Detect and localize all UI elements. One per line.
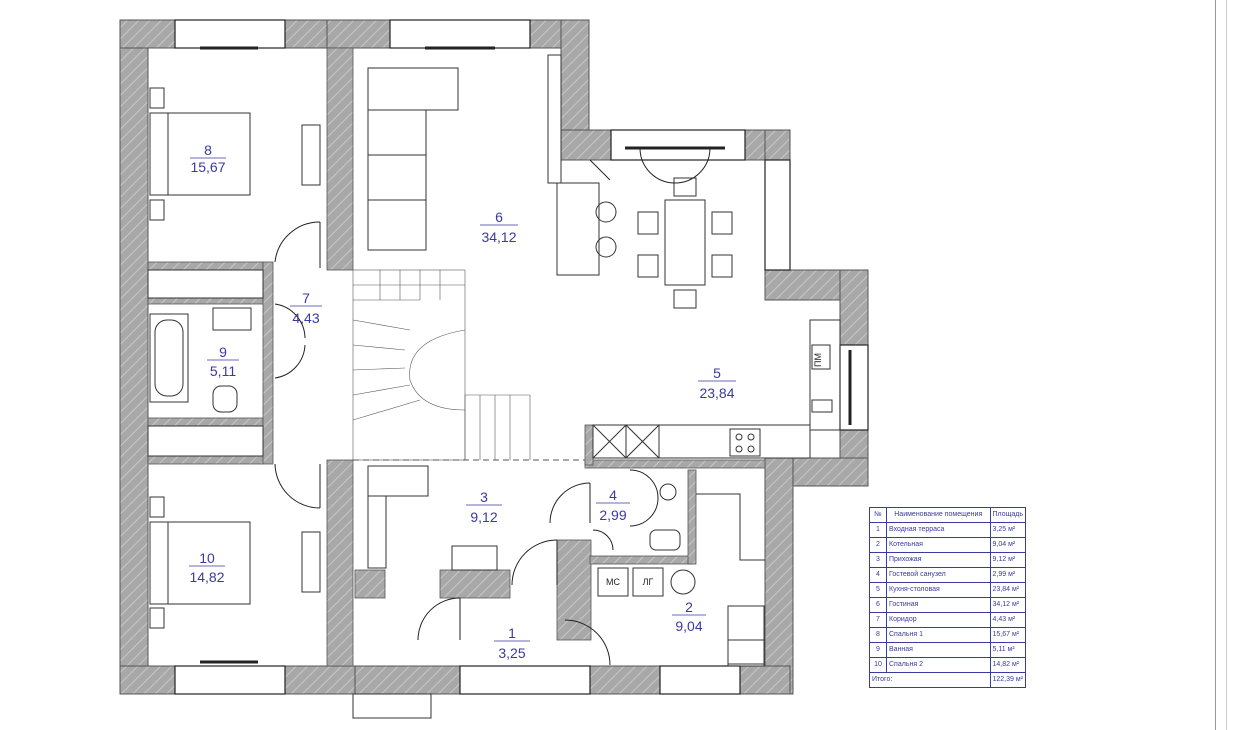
- fridge-label: ПМ: [813, 353, 823, 367]
- row-area: 15,67 м²: [989, 627, 1026, 643]
- room-7-area: 4,43: [292, 310, 319, 326]
- page-border-line: [1215, 0, 1216, 730]
- room-labels: 8 15,67 6 34,12 7 4,43 9 5,11 5 23,84 3 …: [189, 142, 736, 661]
- doors: [274, 147, 711, 666]
- row-name: Кухня-столовая: [886, 582, 991, 598]
- room-10-number: 10: [199, 550, 215, 566]
- room-6-number: 6: [495, 209, 503, 225]
- entry-step: [352, 693, 432, 719]
- row-area: 5,11 м²: [989, 642, 1026, 658]
- row-area: 9,04 м²: [989, 537, 1026, 553]
- row-num: 9: [869, 642, 887, 658]
- header-name: Наименование помещения: [886, 507, 991, 523]
- row-area: 2,99 м²: [989, 567, 1026, 583]
- row-name: Ванная: [886, 642, 991, 658]
- row-num: 8: [869, 627, 887, 643]
- interior-walls: [147, 47, 766, 667]
- room-2-number: 2: [685, 599, 693, 615]
- row-name: Входная терраса: [886, 522, 991, 538]
- row-num: 3: [869, 552, 887, 568]
- row-name: Коридор: [886, 612, 991, 628]
- row-area: 9,12 м²: [989, 552, 1026, 568]
- total-label: Итого:: [869, 672, 991, 688]
- room-7-number: 7: [302, 290, 310, 306]
- room-3-area: 9,12: [470, 509, 497, 525]
- room-3-number: 3: [480, 489, 488, 505]
- row-name: Гостевой санузел: [886, 567, 991, 583]
- row-num: 10: [869, 657, 887, 673]
- row-num: 6: [869, 597, 887, 613]
- boiler-label-lg: ЛГ: [643, 577, 654, 587]
- row-name: Гостиная: [886, 597, 991, 613]
- room-5-area: 23,84: [699, 385, 734, 401]
- room-5-number: 5: [713, 365, 721, 381]
- row-area: 34,12 м²: [989, 597, 1026, 613]
- row-area: 4,43 м²: [989, 612, 1026, 628]
- row-name: Прихожая: [886, 552, 991, 568]
- header-num: №: [869, 507, 887, 523]
- total-area: 122,39 м²: [989, 672, 1026, 688]
- room-10-area: 14,82: [189, 569, 224, 585]
- page-border-line-outer: [1226, 0, 1227, 730]
- room-4-area: 2,99: [599, 507, 626, 523]
- room-8-area: 15,67: [190, 159, 225, 175]
- header-area: Площадь: [989, 507, 1026, 523]
- row-num: 7: [869, 612, 887, 628]
- room-1-number: 1: [508, 625, 516, 641]
- room-2-area: 9,04: [675, 618, 702, 634]
- staircase: [352, 269, 585, 461]
- table-total-row: Итого: 122,39 м²: [869, 672, 1026, 688]
- room-8-number: 8: [204, 142, 212, 158]
- windows: [174, 19, 869, 695]
- row-area: 14,82 м²: [989, 657, 1026, 673]
- room-9-number: 9: [219, 344, 227, 360]
- row-num: 4: [869, 567, 887, 583]
- row-area: 3,25 м²: [989, 522, 1026, 538]
- table-header-row: № Наименование помещения Площадь: [869, 507, 1026, 523]
- row-num: 1: [869, 522, 887, 538]
- row-name: Котельная: [886, 537, 991, 553]
- room-9-area: 5,11: [210, 363, 236, 379]
- room-4-number: 4: [609, 487, 617, 503]
- row-num: 5: [869, 582, 887, 598]
- boiler-label-mc: МС: [606, 577, 620, 587]
- room-1-area: 3,25: [498, 645, 525, 661]
- row-name: Спальня 1: [886, 627, 991, 643]
- row-name: Спальня 2: [886, 657, 991, 673]
- row-num: 2: [869, 537, 887, 553]
- room-6-area: 34,12: [481, 229, 516, 245]
- furniture: [147, 54, 841, 667]
- row-area: 23,84 м²: [989, 582, 1026, 598]
